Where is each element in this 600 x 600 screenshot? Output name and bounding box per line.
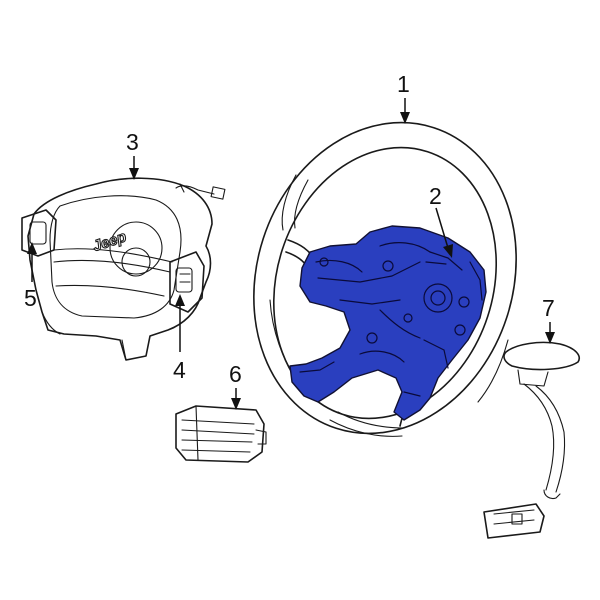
callout-leaders bbox=[27, 98, 555, 410]
callout-7[interactable]: 7 bbox=[542, 295, 555, 321]
callout-1[interactable]: 1 bbox=[397, 71, 410, 97]
callout-2[interactable]: 2 bbox=[429, 183, 442, 209]
airbag-module[interactable]: Jeep bbox=[21, 177, 226, 361]
callout-3[interactable]: 3 bbox=[126, 129, 139, 155]
wiring-harness[interactable] bbox=[483, 341, 580, 539]
steering-wheel-armature[interactable] bbox=[289, 225, 487, 421]
callout-5[interactable]: 5 bbox=[24, 285, 37, 311]
connector-module[interactable] bbox=[175, 405, 267, 463]
callout-4[interactable]: 4 bbox=[173, 357, 186, 383]
callout-6[interactable]: 6 bbox=[229, 361, 242, 387]
